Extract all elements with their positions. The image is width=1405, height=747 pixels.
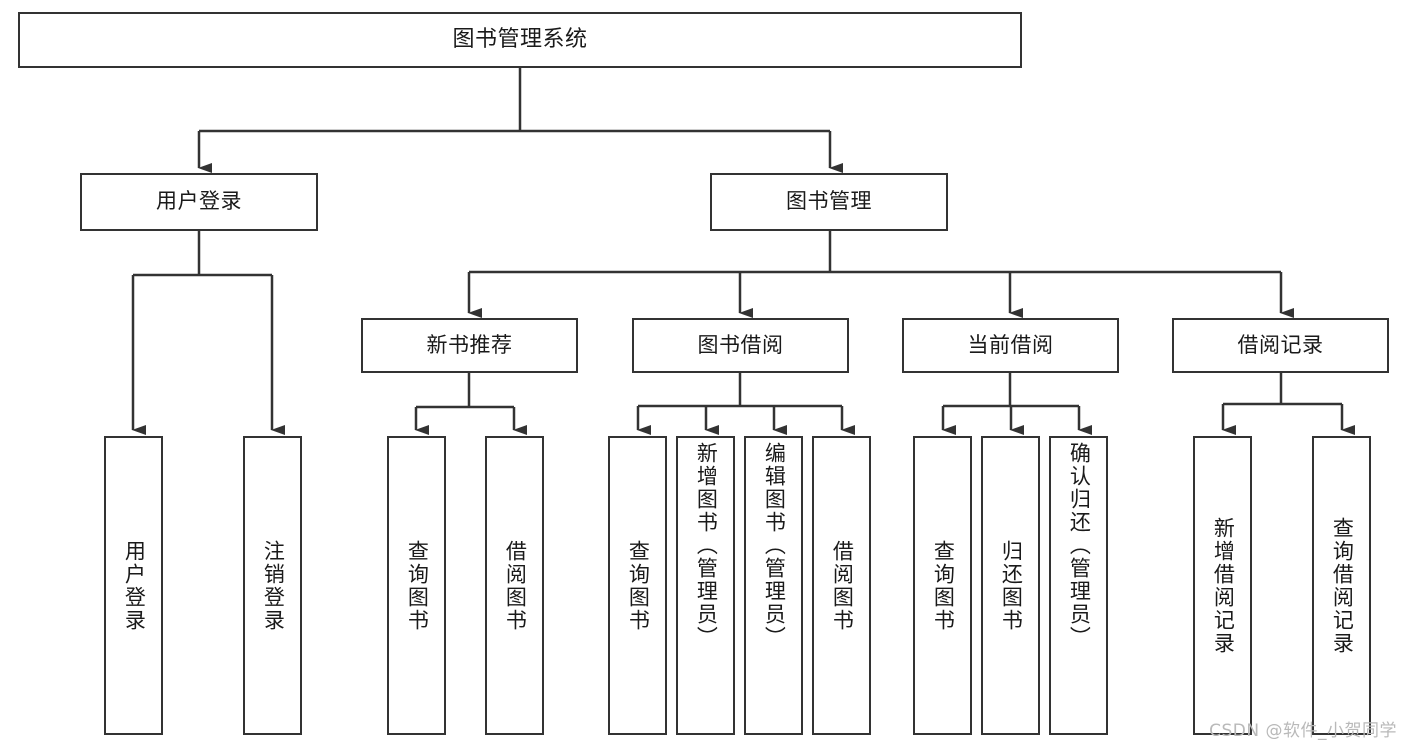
node-leaf-add-book[interactable]: 新增图书（管理员）: [676, 436, 735, 735]
node-leaf-query-record[interactable]: 查询借阅记录: [1312, 436, 1371, 735]
node-leaf-query-book-1[interactable]: 查询图书: [387, 436, 446, 735]
node-current-borrow[interactable]: 当前借阅: [902, 318, 1119, 373]
node-leaf-borrow-book-1[interactable]: 借阅图书: [485, 436, 544, 735]
csdn-watermark: CSDN @软件_小贺同学: [1209, 721, 1397, 741]
node-book-management[interactable]: 图书管理: [710, 173, 948, 231]
node-user-login[interactable]: 用户登录: [80, 173, 318, 231]
node-leaf-add-record[interactable]: 新增借阅记录: [1193, 436, 1252, 735]
node-leaf-confirm-return[interactable]: 确认归还（管理员）: [1049, 436, 1108, 735]
node-borrow-record[interactable]: 借阅记录: [1172, 318, 1389, 373]
node-leaf-return-book[interactable]: 归还图书: [981, 436, 1040, 735]
node-leaf-user-login[interactable]: 用户登录: [104, 436, 163, 735]
node-leaf-edit-book[interactable]: 编辑图书（管理员）: [744, 436, 803, 735]
node-leaf-query-book-2[interactable]: 查询图书: [608, 436, 667, 735]
node-leaf-borrow-book-2[interactable]: 借阅图书: [812, 436, 871, 735]
node-root-system[interactable]: 图书管理系统: [18, 12, 1022, 68]
node-leaf-logout[interactable]: 注销登录: [243, 436, 302, 735]
node-book-borrow[interactable]: 图书借阅: [632, 318, 849, 373]
node-new-book-recommend[interactable]: 新书推荐: [361, 318, 578, 373]
node-leaf-query-book-3[interactable]: 查询图书: [913, 436, 972, 735]
